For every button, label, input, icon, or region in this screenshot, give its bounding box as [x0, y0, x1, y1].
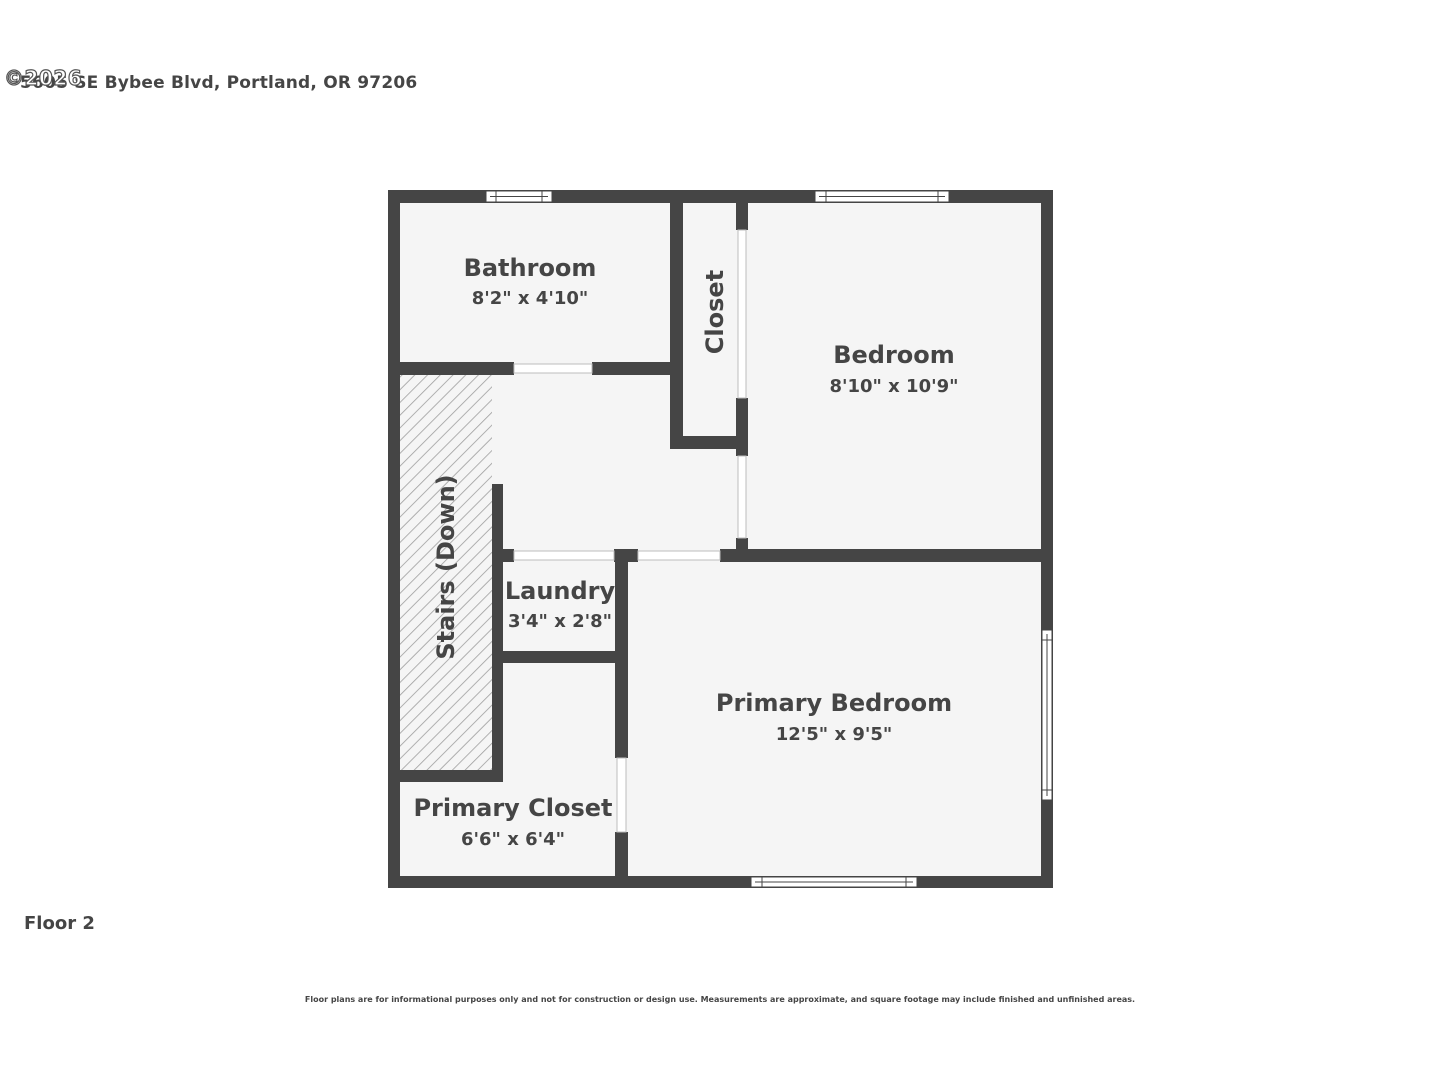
closet-door [737, 229, 747, 399]
stairs-name: Stairs (Down) [432, 474, 460, 659]
closet-wall-right-mid [736, 398, 748, 456]
floor-label: Floor 2 [24, 913, 95, 934]
primary-bedroom-door [637, 550, 721, 561]
laundry-dims: 3'4" x 2'8" [508, 611, 612, 632]
bedroom-dims: 8'10" x 10'9" [829, 376, 958, 397]
closet-name: Closet [701, 270, 729, 354]
bathroom-door [513, 363, 593, 374]
exterior-wall-left [388, 190, 400, 888]
primary-bedroom-window-bottom [750, 876, 918, 888]
stairs-wall-bottom [388, 770, 503, 782]
disclaimer: Floor plans are for informational purpos… [304, 995, 1136, 1004]
closet-wall-bottom [670, 436, 748, 449]
bedroom-door [737, 455, 747, 539]
primary-bedroom-wall-left-top [615, 549, 628, 758]
bathroom-wall-bottom-right [592, 362, 682, 375]
bedroom-name: Bedroom [833, 341, 955, 369]
laundry-door [513, 550, 615, 561]
doors [513, 229, 747, 833]
bathroom-window [485, 190, 553, 203]
primary-bedroom-wall-left-bottom [615, 832, 628, 888]
laundry-name: Laundry [505, 577, 616, 605]
primary-closet-name: Primary Closet [413, 794, 612, 822]
primary-bedroom-dims: 12'5" x 9'5" [776, 724, 893, 745]
laundry-wall-bottom [492, 651, 628, 663]
bedroom-wall-bottom [720, 549, 1053, 562]
windows [485, 190, 1053, 888]
laundry-wall-top-left [492, 549, 514, 562]
primary-bedroom-window-right [1041, 629, 1053, 801]
closet-wall-left [670, 190, 683, 449]
bathroom-name: Bathroom [464, 254, 597, 282]
bedroom-window [814, 190, 950, 203]
property-address: 5605 SE Bybee Blvd, Portland, OR 97206 [20, 73, 418, 93]
primary-closet-dims: 6'6" x 6'4" [461, 829, 565, 850]
bathroom-wall-bottom-left [388, 362, 514, 375]
primary-bedroom-name: Primary Bedroom [716, 689, 952, 717]
primary-closet-door [616, 757, 627, 833]
copyright-watermark: ©2026 [3, 65, 83, 90]
exterior-wall-bottom [388, 876, 1053, 888]
bathroom-dims: 8'2" x 4'10" [472, 288, 589, 309]
closet-wall-right-top [736, 190, 748, 230]
stairs-area [400, 374, 492, 770]
stairs-wall-right [492, 484, 503, 780]
